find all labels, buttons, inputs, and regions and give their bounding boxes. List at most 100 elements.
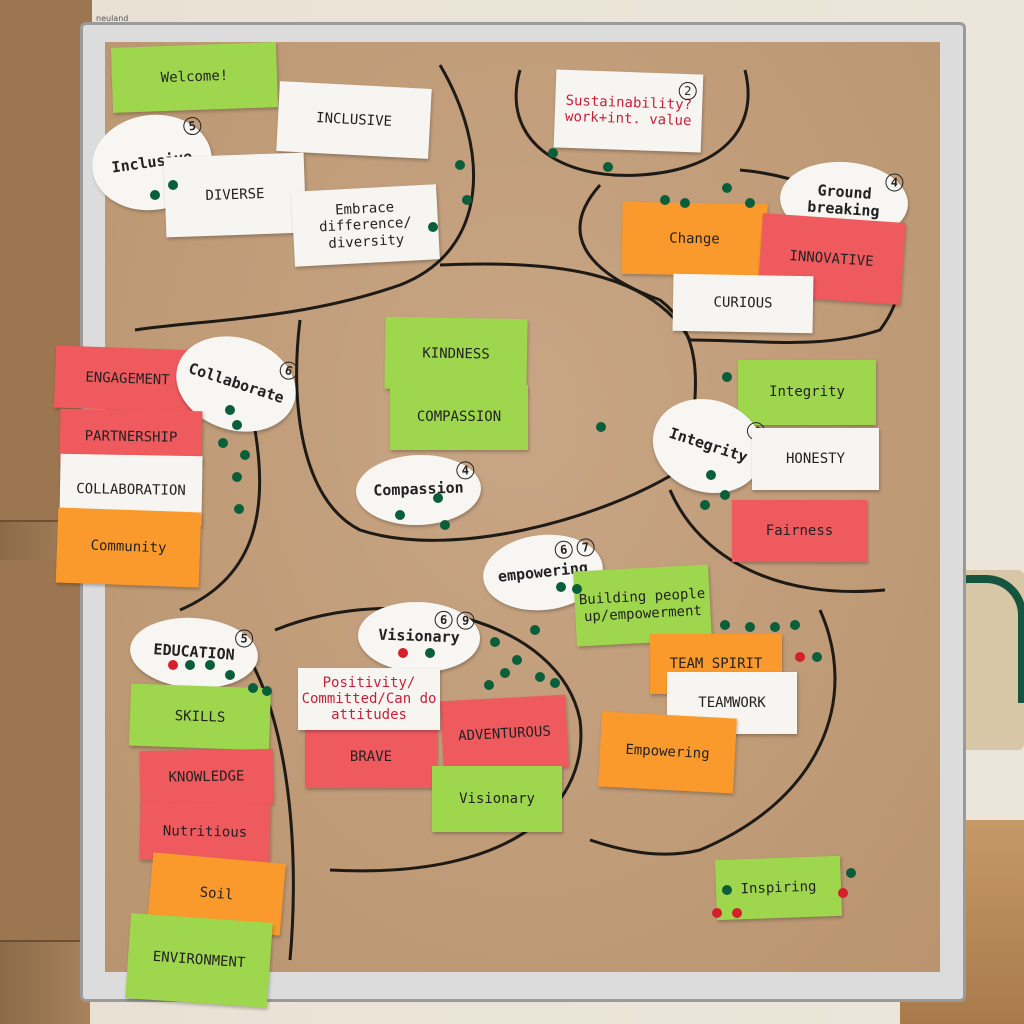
voting-dot [150, 190, 160, 200]
voting-dot [745, 622, 755, 632]
voting-dot [732, 908, 742, 918]
sticky-note-white: Positivity/ Committed/Can do attitudes [298, 668, 440, 730]
sticky-note-orange: Community [55, 507, 202, 588]
voting-dot [168, 180, 178, 190]
sticky-note-red: BRAVE [305, 726, 437, 788]
note-text: Community [90, 538, 167, 557]
sticky-note-green: ENVIRONMENT [125, 913, 273, 1008]
marker-line [439, 262, 692, 341]
door-plank [0, 560, 92, 942]
note-text: COMPASSION [416, 409, 502, 426]
voting-dot [262, 686, 272, 696]
voting-dot [440, 520, 450, 530]
note-text: Positivity/ Committed/Can do attitudes [301, 674, 437, 724]
note-text: Building people up/empowerment [578, 586, 706, 625]
note-text: Integrity [769, 384, 845, 401]
voting-dot [838, 888, 848, 898]
voting-dot [745, 198, 755, 208]
voting-dot [512, 655, 522, 665]
voting-dot [712, 908, 722, 918]
marker-line [668, 489, 886, 593]
note-text: Nutritious [162, 823, 248, 841]
voting-dot [603, 162, 613, 172]
note-text: SKILLS [174, 708, 226, 726]
note-text: COLLABORATION [76, 480, 186, 499]
voting-dot [240, 450, 250, 460]
note-text: Collaborate [186, 359, 287, 408]
vote-count-badge: 6 [434, 610, 453, 630]
voting-dot [660, 195, 670, 205]
voting-dot [205, 660, 215, 670]
voting-dot [232, 420, 242, 430]
voting-dot [530, 625, 540, 635]
note-text: ADVENTUROUS [457, 723, 552, 745]
voting-dot [535, 672, 545, 682]
marker-line [589, 609, 837, 856]
marker-line [134, 64, 476, 332]
voting-dot [596, 422, 606, 432]
sticky-note-red: KNOWLEDGE [139, 748, 274, 807]
voting-dot [248, 683, 258, 693]
sticky-note-white: INCLUSIVE [276, 81, 432, 159]
voting-dot [234, 504, 244, 514]
vote-count-badge: 4 [456, 461, 475, 480]
brand-label: neuland [96, 14, 129, 23]
note-text: INCLUSIVE [315, 109, 393, 130]
note-text: Fairness [765, 522, 834, 539]
note-text: Visionary [378, 625, 460, 647]
marker-line [578, 184, 698, 441]
vote-count-badge: 6 [553, 539, 574, 560]
voting-dot [500, 668, 510, 678]
note-text: CURIOUS [713, 294, 773, 312]
voting-dot [484, 680, 494, 690]
note-text: Welcome! [160, 68, 229, 87]
note-text: KNOWLEDGE [168, 768, 245, 787]
sticky-note-white: CURIOUS [672, 273, 814, 334]
sticky-note-orange: Empowering [598, 711, 737, 794]
voting-dot [846, 868, 856, 878]
note-text: DIVERSE [205, 185, 265, 204]
voting-dot [722, 372, 732, 382]
sticky-note-red: ADVENTUROUS [440, 694, 569, 774]
note-text: Change [669, 230, 720, 248]
voting-dot [185, 660, 195, 670]
vote-count-badge: 5 [234, 628, 254, 649]
voting-dot [218, 438, 228, 448]
note-text: Visionary [459, 790, 535, 807]
sticky-note-green: COMPASSION [390, 385, 528, 450]
voting-dot [455, 160, 465, 170]
voting-dot [550, 678, 560, 688]
voting-dot [395, 510, 405, 520]
marker-line [179, 429, 262, 612]
voting-dot [790, 620, 800, 630]
voting-dot [722, 183, 732, 193]
voting-dot [168, 660, 178, 670]
note-text: INNOVATIVE [788, 248, 875, 270]
vote-count-badge: 9 [456, 611, 475, 630]
sticky-note-white: HONESTY [752, 428, 879, 490]
note-text: HONESTY [785, 450, 845, 467]
note-text: ENGAGEMENT [85, 369, 170, 389]
sticky-note-white: DIVERSE [163, 152, 307, 238]
voting-dot [700, 500, 710, 510]
note-text: ENVIRONMENT [152, 949, 246, 972]
note-text: Soil [199, 884, 234, 904]
marker-line [514, 69, 750, 177]
marker-line [295, 319, 681, 542]
sticky-note-white: Embrace difference/ diversity [291, 184, 440, 267]
voting-dot [433, 493, 443, 503]
vote-count-badge: 2 [678, 81, 698, 101]
note-text: Empowering [624, 742, 711, 763]
note-text: Sustainability? work+int. value [564, 92, 693, 130]
sticky-note-green: Welcome! [110, 42, 279, 113]
voting-dot [548, 148, 558, 158]
sticky-note-green: SKILLS [128, 683, 272, 751]
door-plank [0, 0, 92, 202]
note-text: BRAVE [349, 748, 393, 765]
voting-dot [398, 648, 408, 658]
voting-dot [428, 222, 438, 232]
note-text: Inspiring [740, 878, 817, 898]
voting-dot [722, 885, 732, 895]
sticky-note-green: Integrity [738, 360, 876, 425]
